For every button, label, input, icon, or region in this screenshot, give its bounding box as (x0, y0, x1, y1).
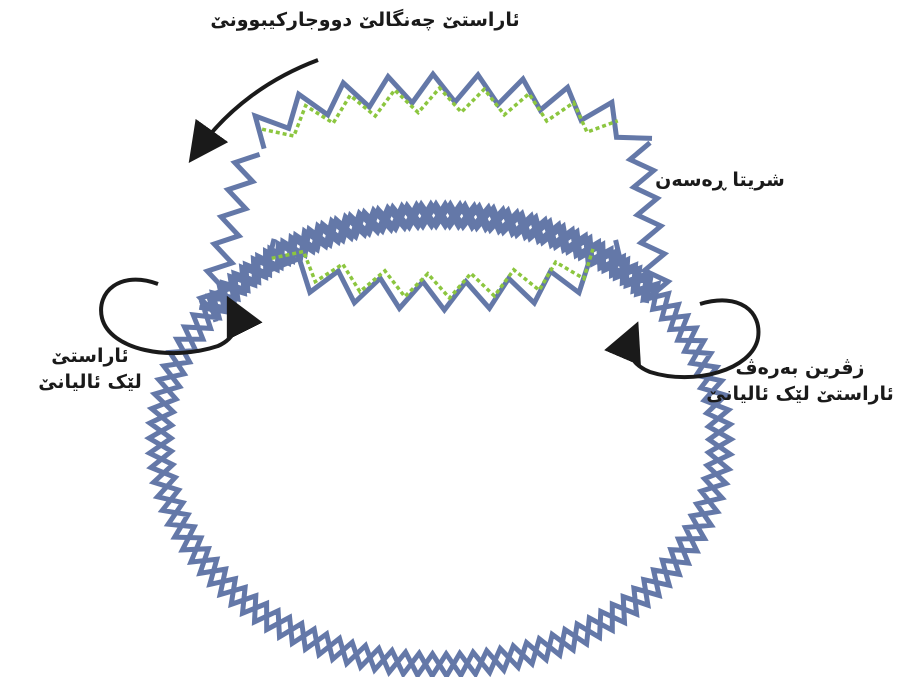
new-strand-upper (262, 88, 618, 136)
rewinding-direction-label: زڤرین بەرەڤ ئاراستێ لێک ئالیانێ (700, 356, 900, 407)
template-strand-upper (255, 74, 652, 149)
rewinding-direction-label-line1: زڤرین بەرەڤ (700, 356, 900, 382)
template-strand-label: شریتا ڕەسەن (640, 168, 800, 194)
replication-fork-direction-arrow (198, 60, 318, 150)
rewinding-direction-label-line2: ئاراستێ لێک ئالیانێ (700, 382, 900, 408)
unwinding-direction-label: ئاراستێ لێک ئالیانێ (20, 344, 160, 395)
unwinding-direction-label-line2: لێک ئالیانێ (20, 370, 160, 396)
unwinding-direction-label-line1: ئاراستێ (20, 344, 160, 370)
replication-fork-direction-label: ئاراستێ چەنگالێ دووجارکیبوونێ (200, 8, 530, 34)
twisted-dna-loop (149, 74, 731, 676)
left-fork-join (200, 154, 259, 317)
